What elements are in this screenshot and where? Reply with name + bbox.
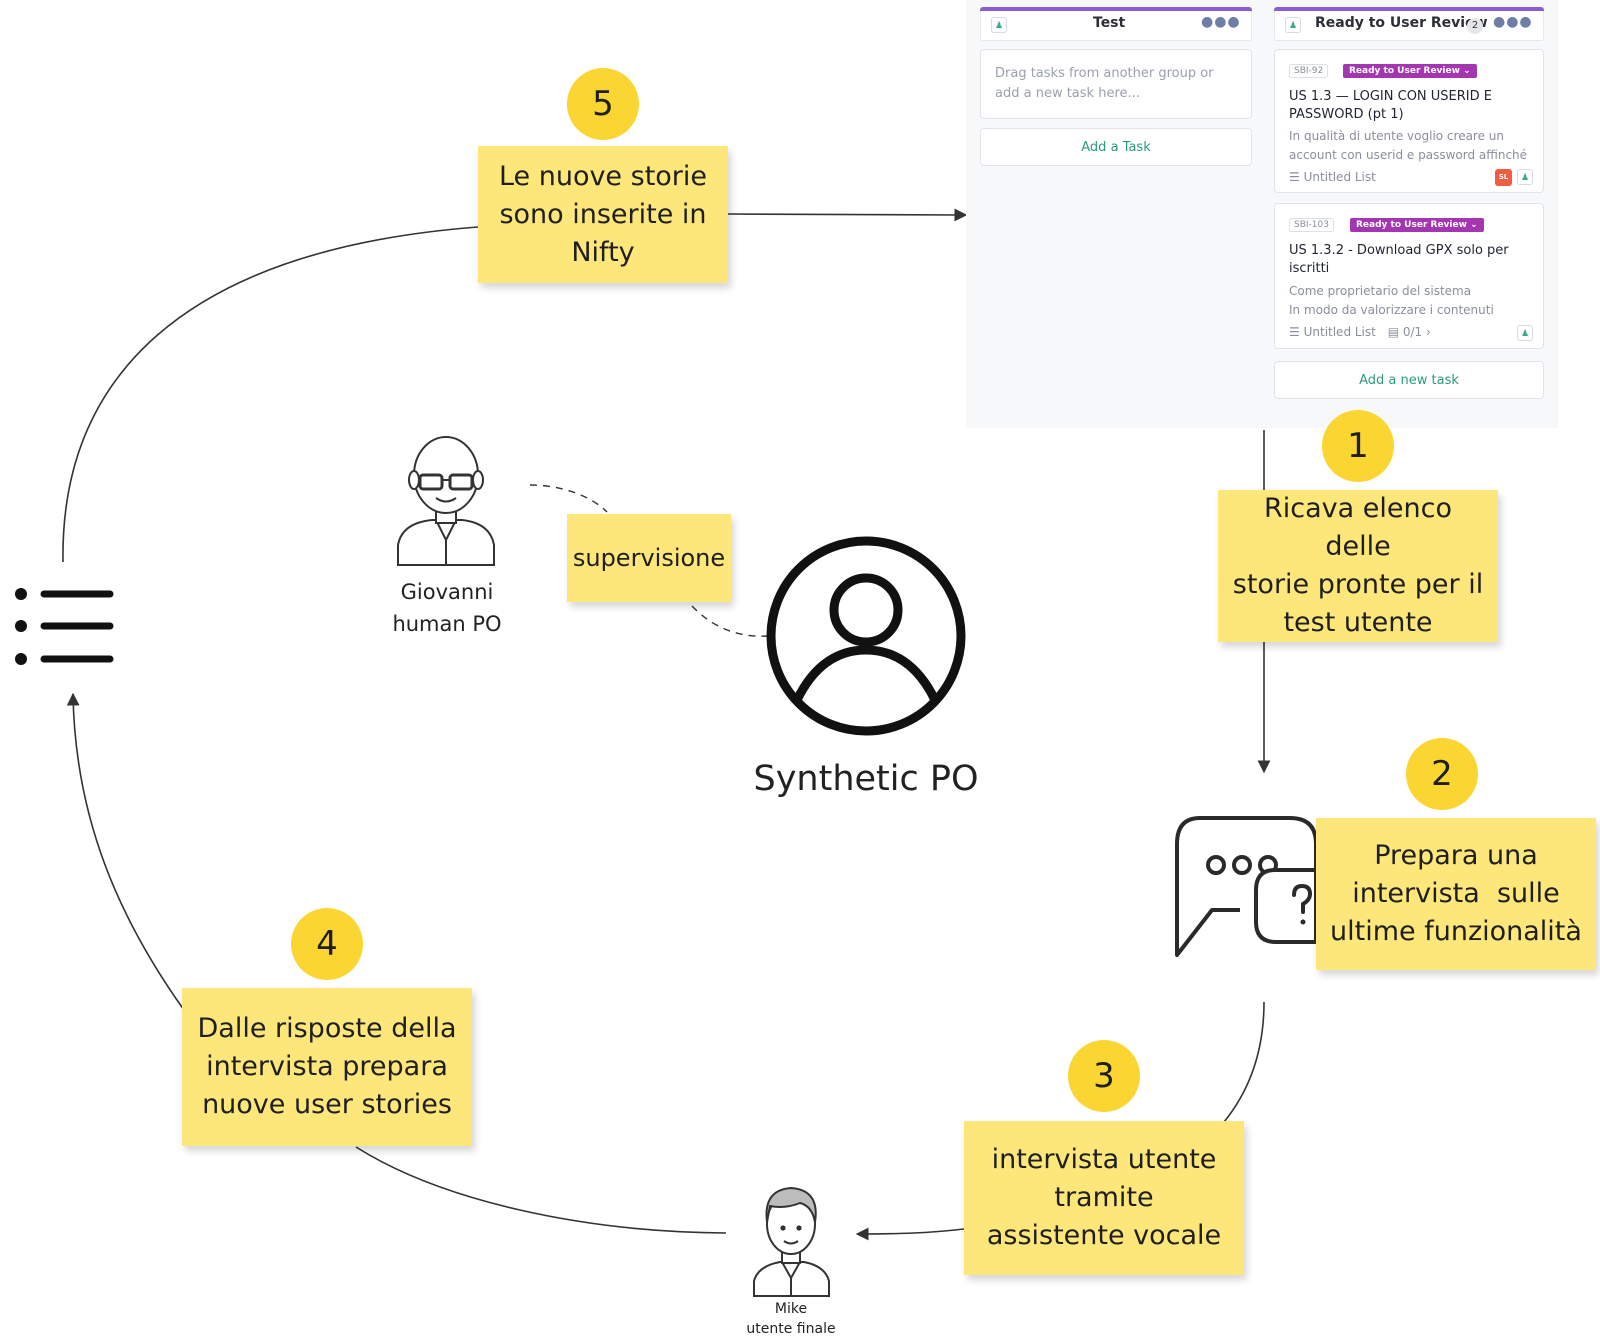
status-badge[interactable]: Ready to User Review ⌄ bbox=[1350, 218, 1484, 232]
subtasks-icon: ▤ bbox=[1387, 325, 1400, 339]
sticky-note-supervision: supervisione bbox=[567, 514, 731, 602]
arrow-mike-to-step4 bbox=[355, 1146, 727, 1234]
chat-question-icon bbox=[1175, 816, 1318, 957]
person-role: human PO bbox=[392, 612, 502, 636]
task-list-name: Untitled List bbox=[1303, 170, 1376, 184]
column-header-test[interactable]: ♟ Test ●●● bbox=[980, 7, 1252, 41]
kanban-board: ♟ Test ●●● Drag tasks from another group… bbox=[966, 0, 1558, 428]
giovanni-label: Giovanni human PO bbox=[370, 576, 524, 640]
sticky-note-step-5: Le nuove storie sono inserite in Nifty bbox=[478, 146, 728, 283]
status-label: Ready to User Review bbox=[1349, 66, 1460, 76]
arrow-step5-to-board bbox=[727, 208, 968, 222]
sticky-text-line: intervista prepara bbox=[206, 1051, 448, 1082]
list-lines-icon: ☰ bbox=[1289, 325, 1300, 339]
column-title: Test bbox=[1093, 15, 1126, 31]
task-title-line: iscritti bbox=[1289, 261, 1330, 276]
task-description: Come proprietario del sistema In modo da… bbox=[1289, 282, 1541, 320]
task-title-line: PASSWORD (pt 1) bbox=[1289, 107, 1404, 122]
task-list-name: Untitled List bbox=[1303, 325, 1376, 339]
column-accent bbox=[980, 7, 1252, 11]
step-number-badge: 1 bbox=[1322, 410, 1394, 482]
subtask-count: 0/1 bbox=[1402, 325, 1423, 339]
add-new-task-button[interactable]: Add a new task bbox=[1274, 361, 1544, 399]
list-icon bbox=[15, 588, 114, 665]
sticky-text-line: nuove user stories bbox=[202, 1089, 452, 1120]
placeholder-text: Drag tasks from another group or add a n… bbox=[995, 66, 1214, 101]
sticky-text-line: Ricava elenco delle bbox=[1264, 493, 1452, 562]
chevron-down-icon: ⌄ bbox=[1463, 66, 1471, 76]
more-options-icon[interactable]: ●●● bbox=[1201, 14, 1241, 30]
add-member-icon[interactable]: ♟ bbox=[991, 17, 1007, 33]
sticky-text-line: intervista utente bbox=[991, 1144, 1217, 1175]
task-title-line: US 1.3 — LOGIN CON USERID E bbox=[1289, 89, 1492, 104]
step-number-badge: 3 bbox=[1068, 1040, 1140, 1112]
task-description: In qualità di utente voglio creare un ac… bbox=[1289, 127, 1541, 165]
task-title: US 1.3 — LOGIN CON USERID E PASSWORD (pt… bbox=[1289, 88, 1539, 124]
man-icon bbox=[753, 1186, 830, 1297]
status-badge[interactable]: Ready to User Review ⌄ bbox=[1343, 64, 1477, 78]
person-name: Giovanni bbox=[400, 580, 494, 604]
step-number-badge: 2 bbox=[1406, 738, 1478, 810]
bald-man-glasses-icon bbox=[397, 436, 495, 566]
add-member-icon[interactable]: ♟ bbox=[1517, 325, 1533, 341]
person-role: utente finale bbox=[746, 1321, 836, 1337]
task-id: SBI-92 bbox=[1289, 64, 1329, 78]
arrow-chat-to-step3 bbox=[1223, 1001, 1265, 1123]
task-card[interactable]: SBI-103 Ready to User Review ⌄ US 1.3.2 … bbox=[1274, 203, 1544, 349]
column-accent bbox=[1274, 7, 1544, 11]
task-card[interactable]: SBI-92 Ready to User Review ⌄ US 1.3 — L… bbox=[1274, 49, 1544, 193]
column-header-ready-to-user-review[interactable]: ♟ Ready to User Review 2 ●●● bbox=[1274, 7, 1544, 41]
sticky-note-step-3: intervista utente tramite assistente voc… bbox=[964, 1121, 1244, 1275]
column-title: Ready to User Review bbox=[1315, 15, 1488, 31]
sticky-note-step-1: Ricava elenco delle storie pronte per il… bbox=[1218, 490, 1498, 642]
task-count-badge: 2 bbox=[1467, 18, 1483, 34]
sticky-text-line: assistente vocale bbox=[986, 1220, 1222, 1251]
chevron-down-icon: ⌄ bbox=[1470, 220, 1478, 230]
sticky-text-line: Le nuove storie bbox=[498, 160, 708, 192]
task-title-line: US 1.3.2 - Download GPX solo per bbox=[1289, 243, 1509, 258]
arrow-step3-to-mike bbox=[855, 1227, 965, 1241]
step-number-badge: 4 bbox=[291, 908, 363, 980]
mike-label: Mike utente finale bbox=[731, 1299, 851, 1339]
sticky-note-step-4: Dalle risposte della intervista prepara … bbox=[182, 988, 472, 1146]
add-member-icon[interactable]: ♟ bbox=[1285, 17, 1301, 33]
supervision-link bbox=[529, 484, 608, 513]
empty-column-placeholder: Drag tasks from another group or add a n… bbox=[980, 49, 1252, 119]
arrow-list-to-step5 bbox=[62, 226, 479, 563]
task-description-line: In qualità di utente voglio creare un bbox=[1289, 129, 1505, 143]
sticky-text-line: intervista sulle bbox=[1352, 878, 1560, 909]
person-name: Mike bbox=[774, 1301, 808, 1317]
status-label: Ready to User Review bbox=[1356, 220, 1467, 230]
sticky-text-line: Prepara una bbox=[1374, 840, 1538, 871]
task-id: SBI-103 bbox=[1289, 218, 1334, 232]
step-number-badge: 5 bbox=[567, 68, 639, 140]
synthetic-po-label: Synthetic PO bbox=[753, 759, 979, 799]
sticky-note-step-2: Prepara una intervista sulle ultime funz… bbox=[1316, 818, 1596, 970]
sticky-text-line: Nifty bbox=[571, 236, 635, 268]
add-task-button[interactable]: Add a Task bbox=[980, 128, 1252, 166]
list-lines-icon: ☰ bbox=[1289, 170, 1300, 184]
sticky-text-line: test utente bbox=[1283, 607, 1433, 638]
task-description-line: account con userid e password affinché bbox=[1289, 148, 1528, 162]
sticky-text-line: sono inserite in bbox=[499, 198, 707, 230]
task-list-ref[interactable]: ☰ Untitled List ▤ 0/1 › bbox=[1289, 325, 1431, 339]
assignee-avatar[interactable]: SL bbox=[1495, 169, 1512, 186]
task-description-line: In modo da valorizzare i contenuti bbox=[1289, 303, 1494, 317]
sticky-text-line: ultime funzionalità bbox=[1330, 916, 1582, 947]
sticky-text-line: Dalle risposte della bbox=[197, 1013, 457, 1044]
arrow-step4-to-list bbox=[66, 692, 185, 1011]
chevron-right-icon: › bbox=[1426, 325, 1431, 339]
task-list-ref[interactable]: ☰ Untitled List bbox=[1289, 170, 1376, 184]
task-title: US 1.3.2 - Download GPX solo per iscritt… bbox=[1289, 242, 1539, 278]
more-options-icon[interactable]: ●●● bbox=[1493, 14, 1533, 30]
sticky-text-line: tramite bbox=[1054, 1182, 1154, 1213]
user-circle-icon bbox=[766, 536, 966, 736]
task-description-line: Come proprietario del sistema bbox=[1289, 284, 1472, 298]
add-member-icon[interactable]: ♟ bbox=[1517, 169, 1533, 185]
sticky-text-line: storie pronte per il bbox=[1232, 569, 1484, 600]
